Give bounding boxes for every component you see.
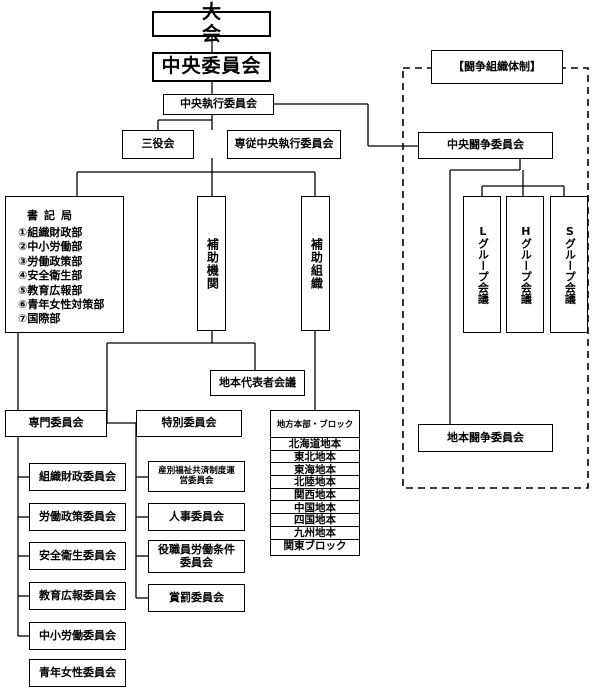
- chiho-block-table: 地方本部・ブロック 北海道地本 東北地本 東海地本 北陸地本 関西地本 中国地本…: [270, 410, 360, 556]
- senmon-item-soshiki: 組織財政委員会: [29, 463, 126, 491]
- list-item: ④安全衛生部: [18, 269, 83, 283]
- table-row: 東海地本: [271, 463, 359, 477]
- table-row: 東北地本: [271, 451, 359, 464]
- chuo-toso-box: 中央闘争委員会: [418, 132, 553, 159]
- senmon-item-chusho: 中小労働委員会: [29, 622, 126, 650]
- table-row: 九州地本: [271, 527, 359, 540]
- tokubetsu-iinkai-box: 特別委員会: [136, 410, 242, 437]
- chiho-block-header: 地方本部・ブロック: [271, 411, 359, 438]
- list-item: ①組織財政部: [18, 226, 83, 239]
- list-item: ⑦国際部: [18, 312, 61, 326]
- shokikyoku-list: ①組織財政部 ②中小労働部 ③労働政策部 ④安全衛生部 ⑤教育広報部 ⑥青年女性…: [18, 226, 104, 327]
- table-row: 四国地本: [271, 514, 359, 527]
- senmon-item-seinen: 青年女性委員会: [29, 659, 126, 687]
- group-s-box: Sグループ会議: [550, 196, 588, 333]
- senmon-item-anzen: 安全衛生委員会: [29, 542, 126, 570]
- list-item: ⑥青年女性対策部: [18, 298, 105, 312]
- sanyakukai-box: 三役会: [122, 130, 194, 159]
- chuo-iinkai-box: 中央委員会: [152, 52, 271, 82]
- tokubetsu-item-shobatsu: 賞罰委員会: [148, 584, 245, 612]
- chiho-daihyo-box: 地本代表者会議: [210, 370, 305, 396]
- senmon-item-rodo: 労働政策委員会: [29, 503, 126, 531]
- chiho-toso-box: 地本闘争委員会: [418, 424, 553, 452]
- senmon-iinkai-box: 専門委員会: [5, 410, 107, 437]
- shokikyoku-box: [5, 196, 124, 333]
- group-l-box: Lグループ会議: [463, 196, 501, 333]
- list-item: ②中小労働部: [18, 240, 83, 254]
- senmon-item-kyoiku: 教育広報委員会: [29, 582, 126, 610]
- table-row: 北陸地本: [271, 476, 359, 489]
- list-item: ③労働政策部: [18, 254, 83, 268]
- senju-box: 専従中央執行委員会: [227, 130, 341, 159]
- group-h-box: Hグループ会議: [506, 196, 544, 333]
- tokubetsu-item-jinji: 人事委員会: [148, 503, 245, 531]
- shokikyoku-title: 書記局: [27, 209, 78, 222]
- table-row: 関東ブロック: [283, 540, 347, 553]
- toso-legend-box: 【闘争組織体制】: [431, 50, 563, 84]
- list-item: ⑤教育広報部: [18, 283, 83, 297]
- chuo-shikko-box: 中央執行委員会: [163, 94, 274, 115]
- table-row: 関西地本: [271, 489, 359, 502]
- hojo-soshiki-box: 補助組織: [301, 196, 330, 331]
- table-row: 北海道地本: [271, 438, 359, 451]
- hojo-kikan-box: 補助機関: [197, 196, 226, 331]
- tokubetsu-item-fukushi: 産別福祉共済制度運営委員会: [148, 461, 245, 492]
- tokubetsu-item-yakushoku: 役職員労働条件委員会: [148, 540, 245, 573]
- taikai-box: 大 会: [152, 1, 271, 45]
- table-row: 中国地本: [271, 501, 359, 515]
